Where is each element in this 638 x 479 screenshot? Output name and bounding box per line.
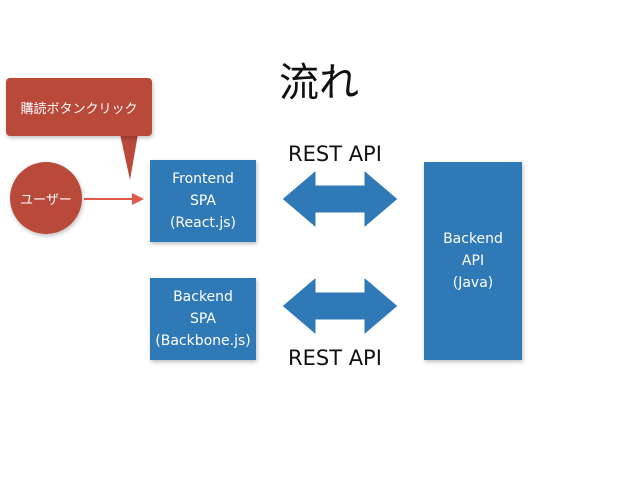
rest-api-label-top: REST API [288, 142, 382, 166]
frontend-spa-line1: Frontend [172, 171, 234, 187]
backend-api-line3: (Java) [452, 275, 494, 291]
backend-spa-line2: SPA [189, 311, 216, 327]
backend-spa-box: Backend SPA (Backbone.js) [150, 278, 256, 360]
click-subscribe-callout: 購読ボタンクリック [6, 78, 152, 136]
frontend-spa-line2: SPA [189, 193, 216, 209]
backend-spa-line3: (Backbone.js) [155, 333, 251, 349]
user-node: ユーザー [10, 162, 82, 234]
frontend-spa-line3: (React.js) [169, 215, 237, 231]
callout-text: 購読ボタンクリック [20, 101, 138, 117]
backend-api-box: Backend API (Java) [424, 162, 522, 360]
user-to-frontend-arrowhead [132, 193, 144, 205]
frontend-spa-box: Frontend SPA (React.js) [150, 160, 256, 242]
backend-api-line1: Backend [443, 231, 503, 247]
backend-spa-api-double-arrow [281, 275, 399, 337]
user-label: ユーザー [20, 192, 72, 208]
slide-title: 流れ [279, 60, 359, 106]
callout-tail [120, 134, 138, 180]
frontend-api-double-arrow [281, 168, 399, 230]
backend-spa-line1: Backend [173, 289, 233, 305]
backend-api-line2: API [461, 253, 485, 269]
rest-api-label-bottom: REST API [288, 346, 382, 370]
